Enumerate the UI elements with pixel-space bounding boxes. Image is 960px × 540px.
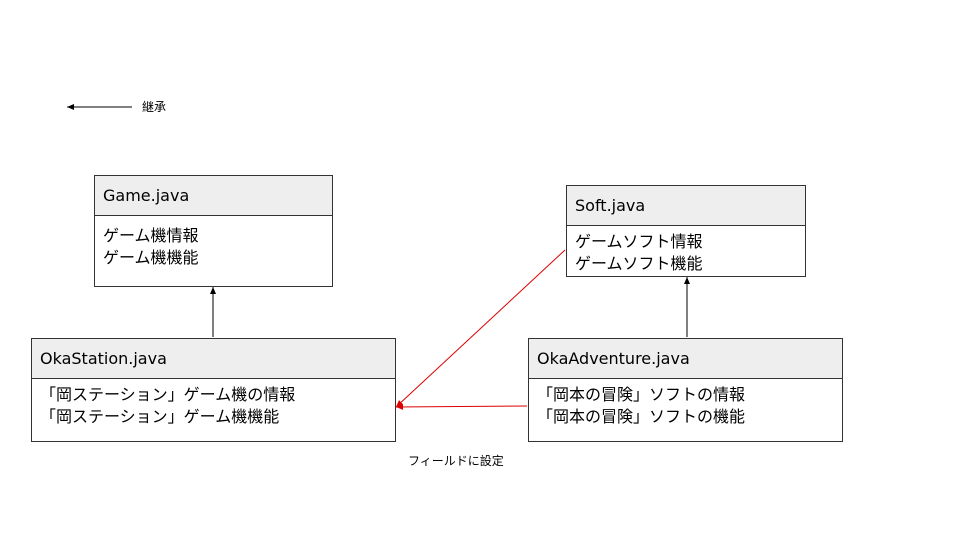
class-name: OkaAdventure.java [529,339,842,379]
class-members: ゲームソフト情報 ゲームソフト機能 [567,226,805,275]
field-arrow-okaadventure-to-okastation [395,403,528,410]
class-box-okaadventure: OkaAdventure.java 「岡本の冒険」ソフトの情報 「岡本の冒険」ソ… [528,338,843,442]
member-line: ゲームソフト情報 [575,232,703,251]
member-line: ゲーム機情報 [103,226,199,245]
member-line: 「岡本の冒険」ソフトの機能 [537,407,746,426]
class-members: 「岡本の冒険」ソフトの情報 「岡本の冒険」ソフトの機能 [529,379,842,428]
field-setting-label: フィールドに設定 [408,454,504,468]
class-name: OkaStation.java [32,339,395,379]
class-name: Soft.java [567,186,805,226]
class-box-soft: Soft.java ゲームソフト情報 ゲームソフト機能 [566,185,806,277]
member-line: ゲーム機機能 [103,248,199,267]
member-line: 「岡ステーション」ゲーム機の情報 [40,385,296,404]
field-arrow-soft-to-okastation [395,249,566,408]
class-box-game: Game.java ゲーム機情報 ゲーム機機能 [94,175,333,287]
legend-label: 継承 [142,100,167,114]
class-name: Game.java [95,176,332,216]
class-members: ゲーム機情報 ゲーム機機能 [95,216,332,269]
member-line: 「岡本の冒険」ソフトの情報 [537,385,746,404]
class-members: 「岡ステーション」ゲーム機の情報 「岡ステーション」ゲーム機機能 [32,379,395,428]
member-line: 「岡ステーション」ゲーム機機能 [40,407,280,426]
member-line: ゲームソフト機能 [575,254,703,273]
class-box-okastation: OkaStation.java 「岡ステーション」ゲーム機の情報 「岡ステーショ… [31,338,396,442]
